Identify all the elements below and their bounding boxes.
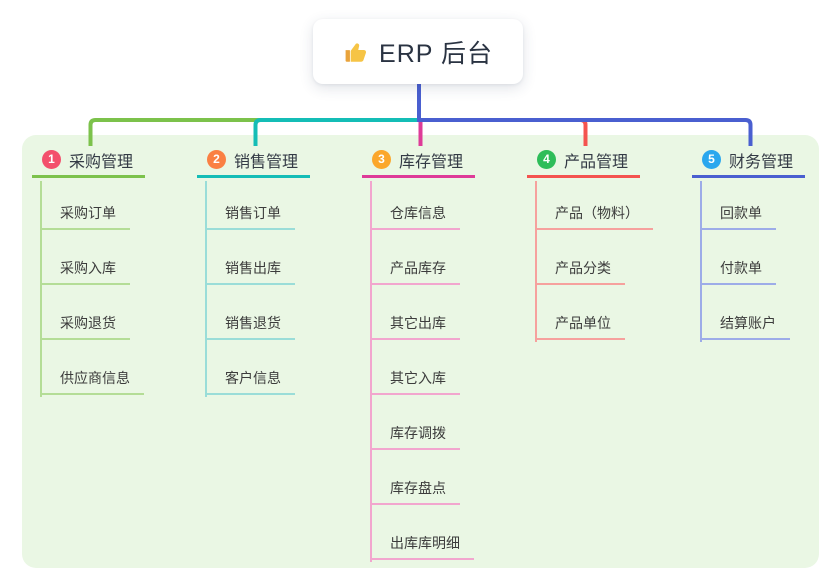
child-node[interactable]: 出库库明细	[370, 534, 474, 560]
branch-node-1[interactable]: 1 采购管理	[32, 145, 145, 178]
branch-label: 库存管理	[399, 154, 464, 171]
child-node[interactable]: 产品（物料）	[535, 204, 653, 230]
child-node[interactable]: 采购入库	[40, 259, 130, 285]
thumbs-up-icon	[343, 39, 369, 65]
branch-number-badge: 2	[207, 149, 226, 169]
child-node[interactable]: 客户信息	[205, 369, 295, 395]
child-node[interactable]: 采购退货	[40, 314, 130, 340]
branch-node-2[interactable]: 2 销售管理	[197, 145, 310, 178]
branch-label: 采购管理	[69, 154, 134, 171]
child-node[interactable]: 回款单	[700, 204, 776, 230]
branch-node-5[interactable]: 5 财务管理	[692, 145, 805, 178]
child-connector-line	[700, 181, 702, 342]
child-connector-line	[370, 181, 372, 562]
child-node[interactable]: 产品单位	[535, 314, 625, 340]
branch-number-badge: 4	[537, 149, 556, 169]
background-panel	[22, 135, 819, 568]
branch-number-badge: 1	[42, 149, 61, 169]
child-node[interactable]: 其它出库	[370, 314, 460, 340]
child-node[interactable]: 产品分类	[535, 259, 625, 285]
child-node[interactable]: 销售出库	[205, 259, 295, 285]
child-node[interactable]: 库存盘点	[370, 479, 460, 505]
child-node[interactable]: 付款单	[700, 259, 776, 285]
branch-label: 产品管理	[564, 154, 629, 171]
child-node[interactable]: 仓库信息	[370, 204, 460, 230]
branch-label: 财务管理	[729, 154, 794, 171]
root-node[interactable]: ERP 后台	[313, 19, 523, 84]
root-title: ERP 后台	[379, 39, 493, 68]
child-node[interactable]: 库存调拨	[370, 424, 460, 450]
branch-number-badge: 5	[702, 149, 721, 169]
child-node[interactable]: 供应商信息	[40, 369, 144, 395]
branch-node-4[interactable]: 4 产品管理	[527, 145, 640, 178]
child-node[interactable]: 结算账户	[700, 314, 790, 340]
child-connector-line	[40, 181, 42, 397]
branch-label: 销售管理	[234, 154, 299, 171]
branch-node-3[interactable]: 3 库存管理	[362, 145, 475, 178]
child-connector-line	[535, 181, 537, 342]
child-connector-line	[205, 181, 207, 397]
child-node[interactable]: 其它入库	[370, 369, 460, 395]
child-node[interactable]: 采购订单	[40, 204, 130, 230]
child-node[interactable]: 销售退货	[205, 314, 295, 340]
child-node[interactable]: 产品库存	[370, 259, 460, 285]
branch-number-badge: 3	[372, 149, 391, 169]
child-node[interactable]: 销售订单	[205, 204, 295, 230]
